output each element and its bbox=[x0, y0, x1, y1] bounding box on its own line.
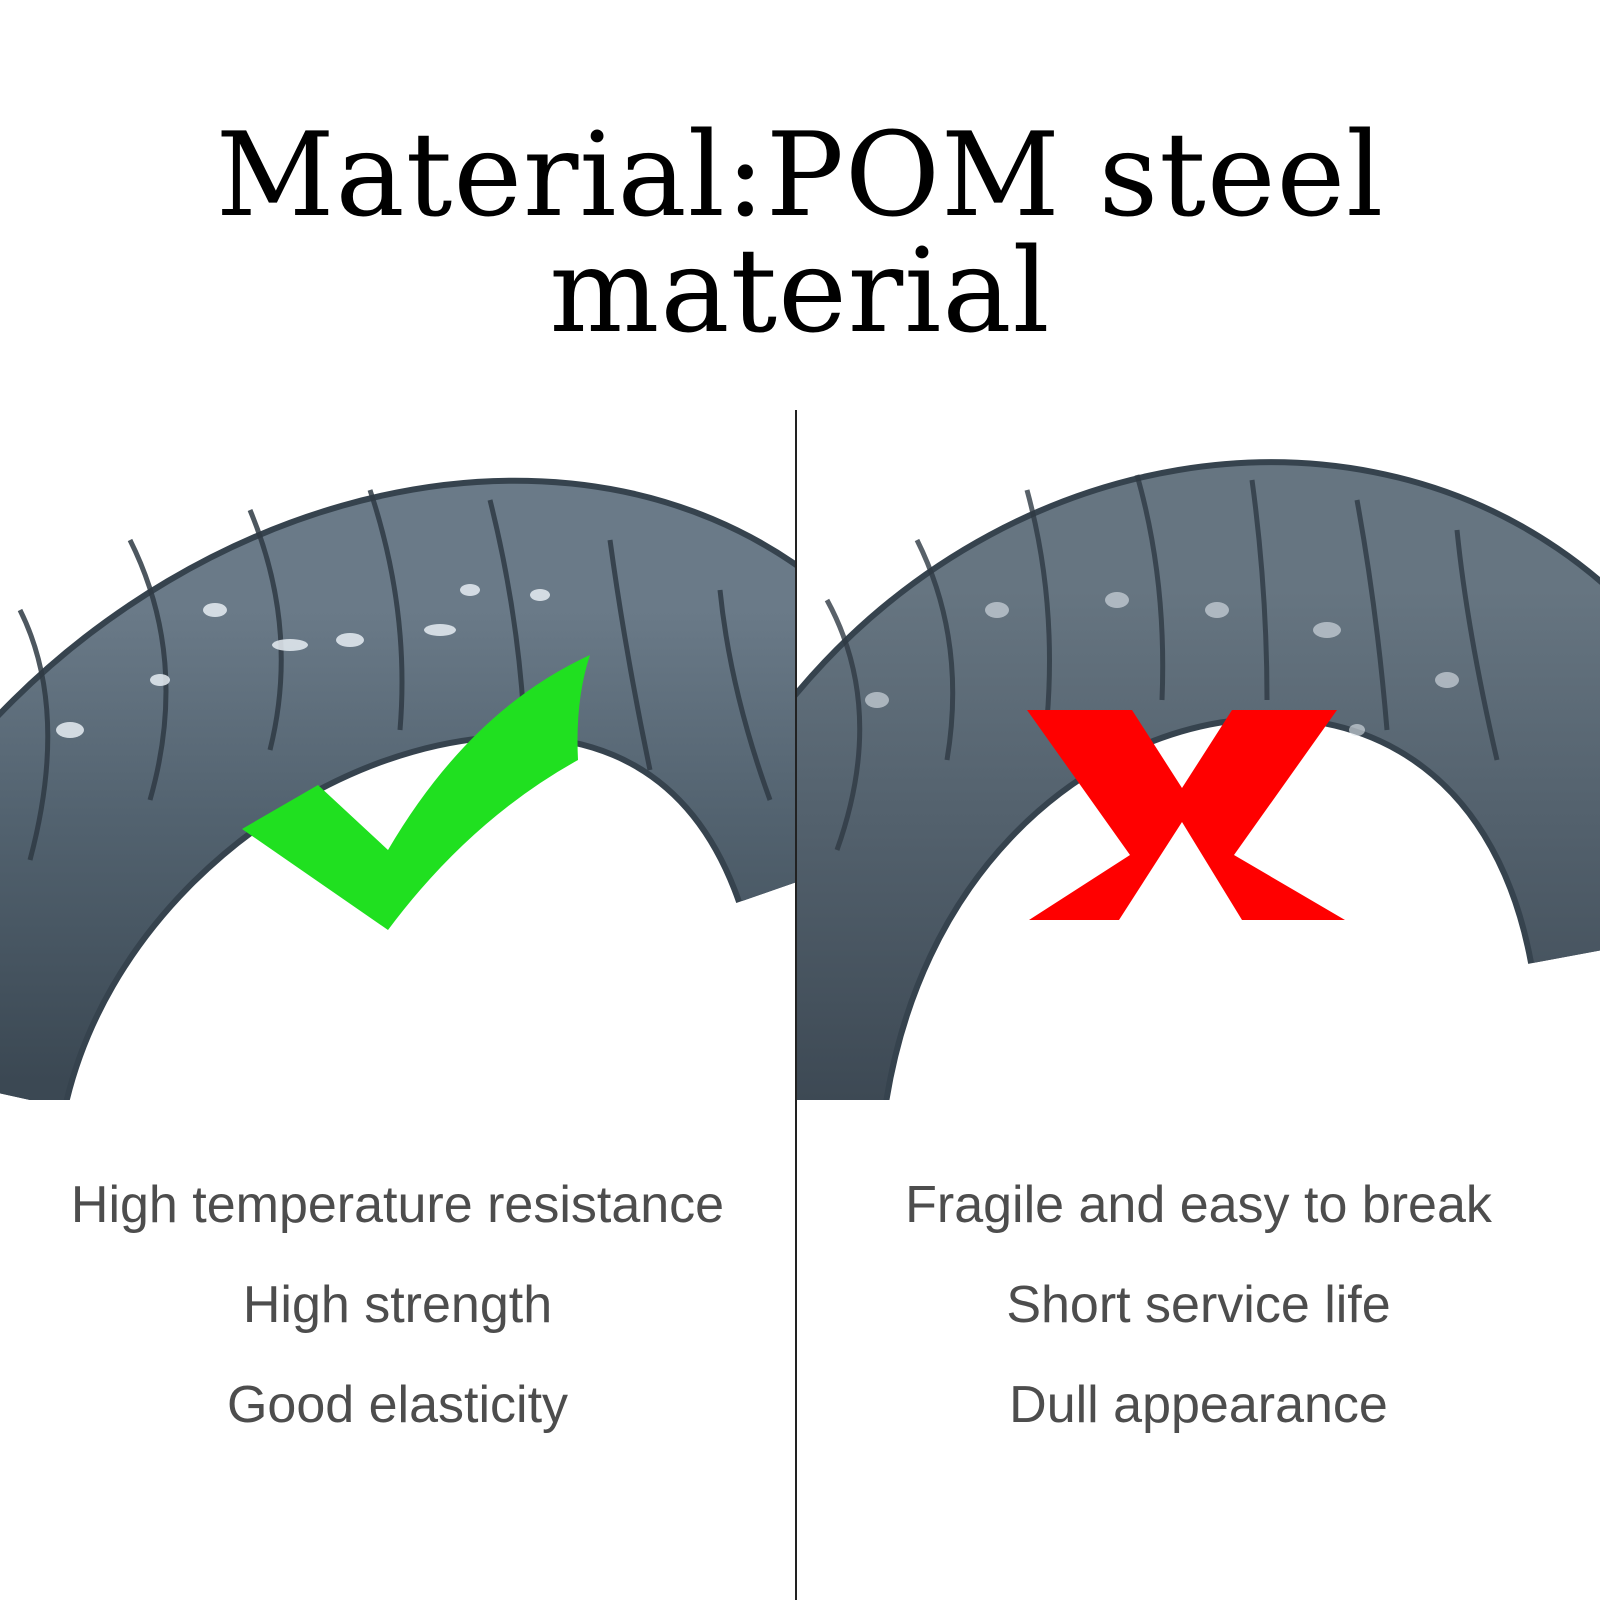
right-feature-list: Fragile and easy to break Short service … bbox=[797, 1175, 1600, 1475]
check-mark-icon bbox=[242, 655, 590, 930]
feature-item: Good elasticity bbox=[226, 1376, 569, 1434]
divider-line bbox=[795, 410, 797, 1600]
left-hose-image bbox=[0, 380, 795, 1100]
spiral-hose-illustration bbox=[0, 477, 795, 1100]
feature-item: High strength bbox=[242, 1276, 553, 1334]
feature-item: Dull appearance bbox=[1009, 1376, 1388, 1434]
x-mark-icon bbox=[1027, 710, 1345, 920]
spiral-hose-illustration bbox=[797, 459, 1600, 1100]
left-feature-list: High temperature resistance High strengt… bbox=[0, 1175, 795, 1475]
feature-item: High temperature resistance bbox=[70, 1176, 725, 1234]
feature-item: Short service life bbox=[1006, 1276, 1391, 1334]
right-hose-image bbox=[797, 380, 1600, 1100]
page-title: Material:POM steel material bbox=[215, 108, 1385, 359]
feature-item: Fragile and easy to break bbox=[905, 1176, 1492, 1234]
